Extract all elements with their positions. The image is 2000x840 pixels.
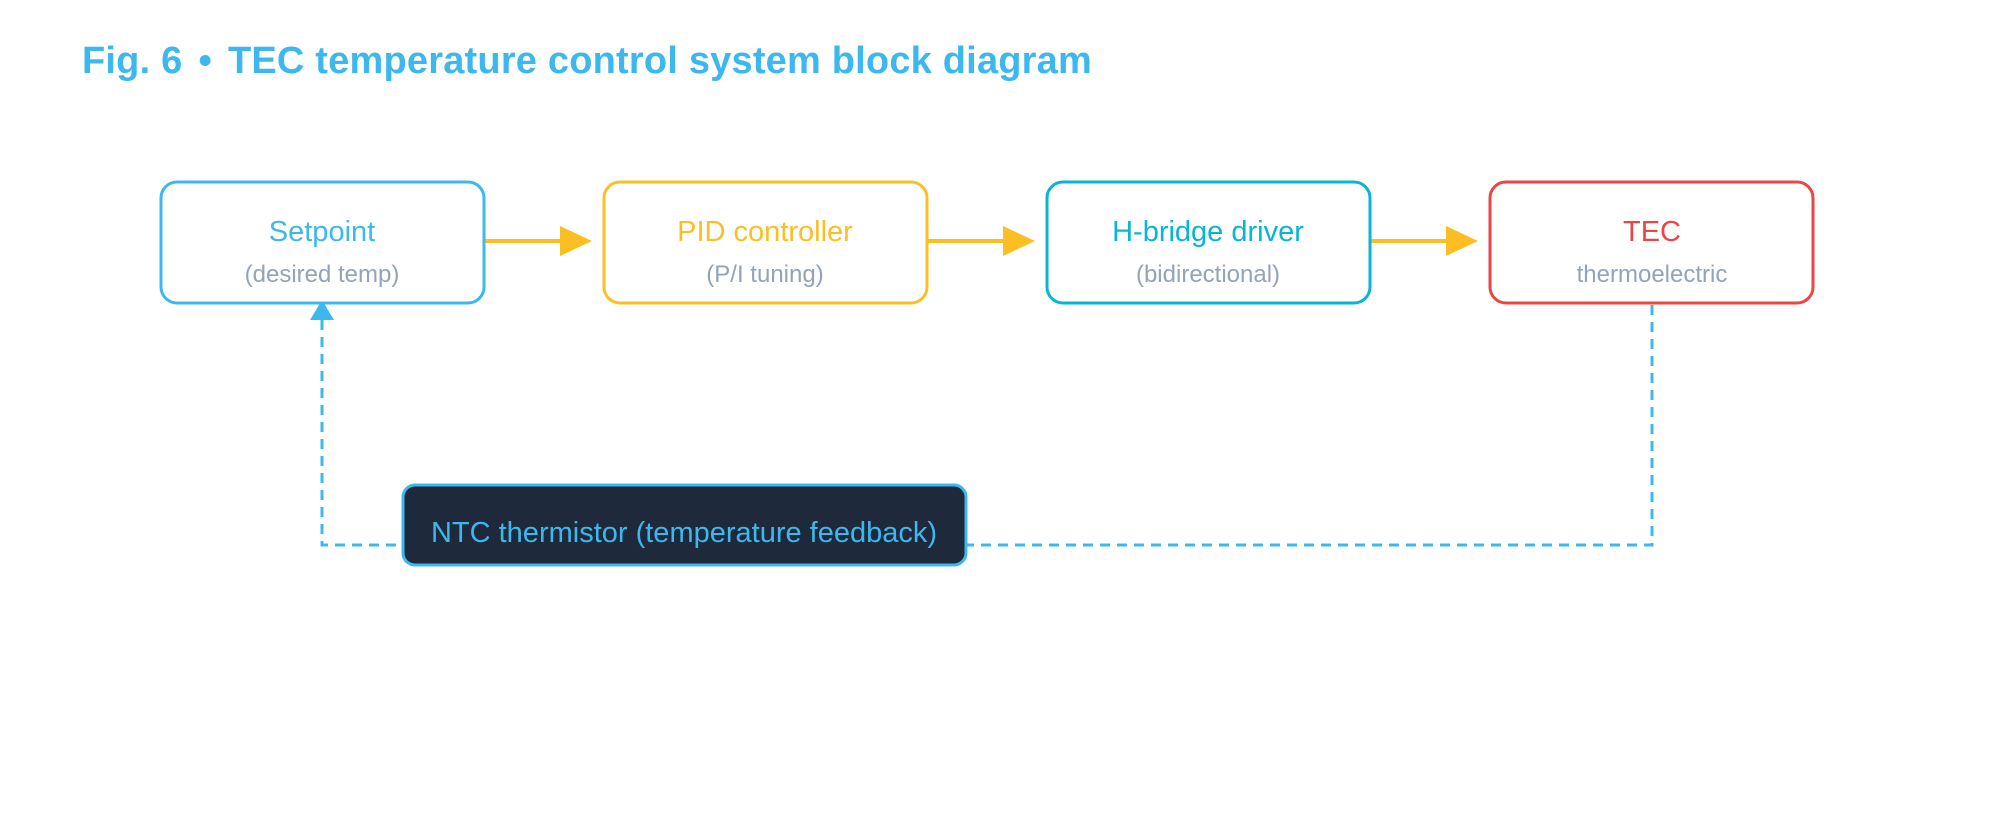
signal-arrow-pid-to-hbridge <box>927 226 1035 256</box>
signal-arrow-setpoint-to-pid <box>484 226 592 256</box>
figure-title: Fig. 6 • TEC temperature control system bl… <box>82 40 1092 83</box>
feedback-path <box>310 300 1654 547</box>
ntc-thermistor-label: NTC thermistor (temperature feedback) <box>431 517 937 549</box>
block-tec-subtitle: thermoelectric <box>1577 261 1728 288</box>
block-tec: TEC thermoelectric <box>1488 180 1815 305</box>
block-hbridge-title: H-bridge driver <box>1112 216 1304 248</box>
signal-arrow-hbridge-to-tec <box>1370 226 1478 256</box>
title-separator: • <box>198 40 212 82</box>
figure-number: Fig. 6 <box>82 40 183 82</box>
block-setpoint-subtitle: (desired temp) <box>245 261 400 288</box>
block-pid-title: PID controller <box>677 216 853 248</box>
block-hbridge-subtitle: (bidirectional) <box>1136 261 1280 288</box>
block-pid-controller: PID controller (P/I tuning) <box>602 180 929 305</box>
block-h-bridge-driver: H-bridge driver (bidirectional) <box>1045 180 1372 305</box>
block-setpoint-title: Setpoint <box>269 216 375 248</box>
block-ntc-thermistor: NTC thermistor (temperature feedback) <box>401 483 968 567</box>
block-tec-title: TEC <box>1623 216 1681 248</box>
figure-title-text: TEC temperature control system block dia… <box>227 40 1092 82</box>
block-pid-subtitle: (P/I tuning) <box>706 261 823 288</box>
feedback-arrowhead <box>310 300 334 320</box>
block-setpoint: Setpoint (desired temp) <box>159 180 486 305</box>
